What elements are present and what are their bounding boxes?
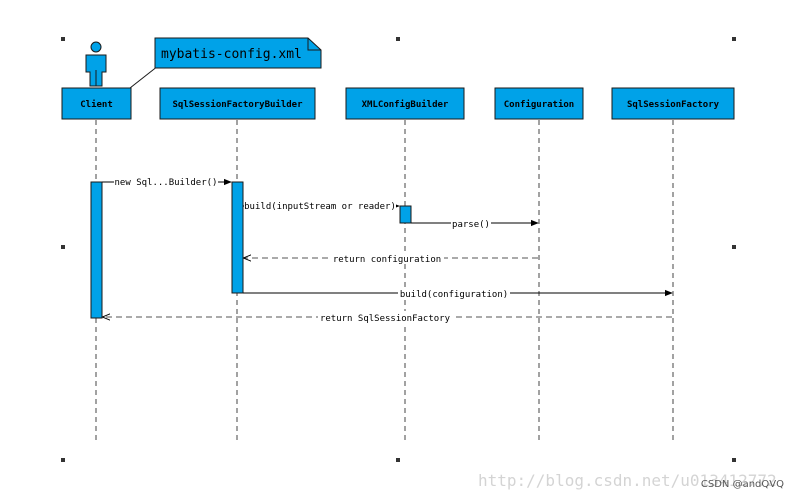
participant-client: Client bbox=[61, 87, 132, 120]
message-label-6: return SqlSessionFactory bbox=[320, 314, 451, 324]
activation-ssfb bbox=[231, 181, 244, 294]
handle-tr bbox=[732, 37, 736, 41]
handle-mr bbox=[732, 245, 736, 249]
note-connector bbox=[129, 65, 159, 89]
activation-xcb bbox=[399, 205, 412, 224]
message-label-2: build(inputStream or reader) bbox=[244, 202, 396, 212]
handle-bm bbox=[396, 458, 400, 462]
handle-tl bbox=[61, 37, 65, 41]
participant-label-ssf: SqlSessionFactory bbox=[627, 99, 720, 110]
participant-label-ssfb: SqlSessionFactoryBuilder bbox=[172, 99, 303, 110]
participant-cfg: Configuration bbox=[494, 87, 584, 120]
credit-text: CSDN @andQVQ bbox=[701, 479, 784, 490]
participant-label-client: Client bbox=[80, 99, 113, 110]
note-text: mybatis-config.xml bbox=[161, 47, 302, 62]
message-label-4: return configuration bbox=[333, 255, 441, 265]
message-label-5: build(configuration) bbox=[400, 290, 508, 300]
message-label-1: new Sql...Builder() bbox=[115, 178, 218, 188]
handle-tm bbox=[396, 37, 400, 41]
handle-br bbox=[732, 458, 736, 462]
person-icon bbox=[85, 41, 107, 87]
message-labels: new Sql...Builder() build(inputStream or… bbox=[114, 175, 510, 324]
participant-label-cfg: Configuration bbox=[504, 99, 574, 110]
config-note: mybatis-config.xml bbox=[154, 37, 322, 69]
participant-ssf: SqlSessionFactory bbox=[611, 87, 735, 120]
participant-ssfb: SqlSessionFactoryBuilder bbox=[159, 87, 316, 120]
participant-xcb: XMLConfigBuilder bbox=[345, 87, 465, 120]
lifelines bbox=[95, 120, 674, 442]
participant-label-xcb: XMLConfigBuilder bbox=[362, 99, 449, 110]
selection-handles bbox=[61, 37, 736, 462]
message-label-3: parse() bbox=[452, 220, 490, 230]
handle-bl bbox=[61, 458, 65, 462]
activation-client bbox=[90, 181, 103, 319]
watermark-text: http://blog.csdn.net/u013412772 bbox=[478, 471, 777, 490]
activations bbox=[90, 181, 412, 319]
handle-ml bbox=[61, 245, 65, 249]
